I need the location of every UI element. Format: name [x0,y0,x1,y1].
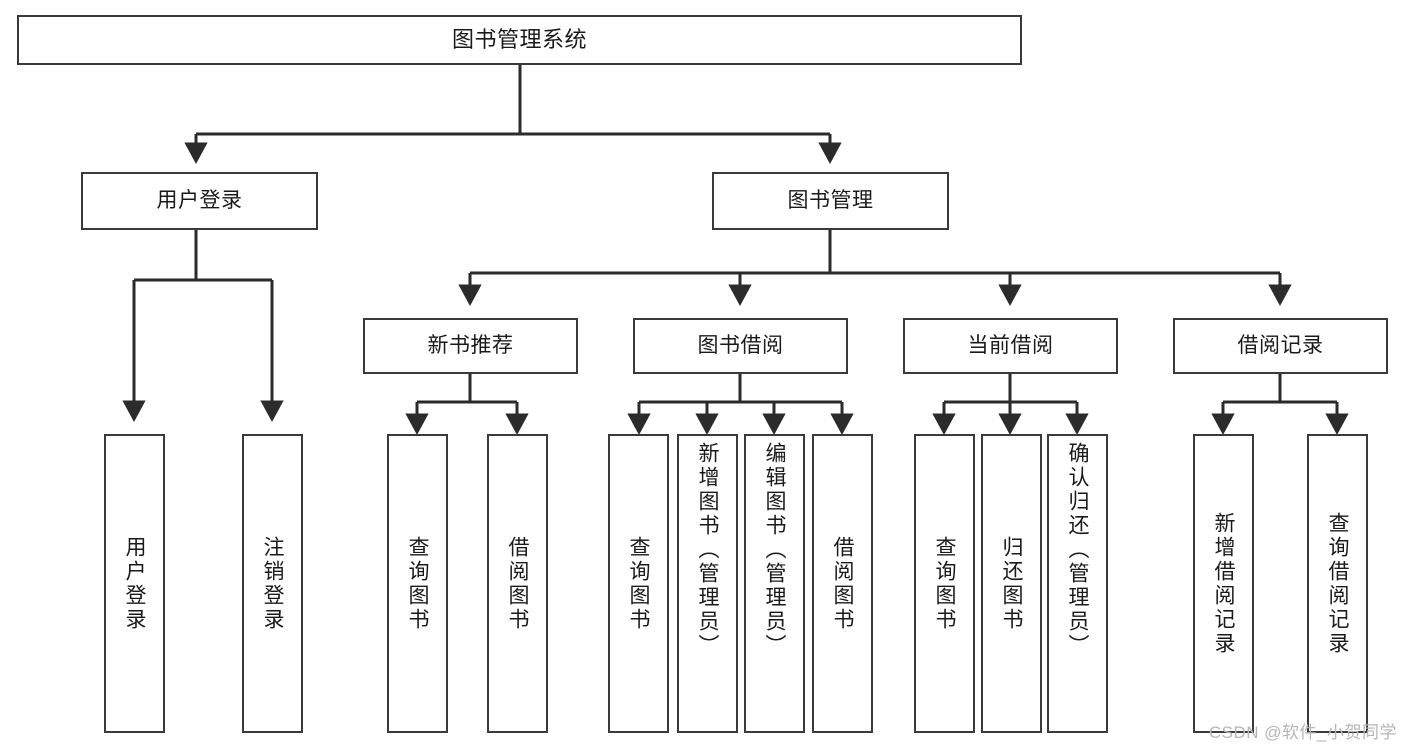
node-leaf-query-record[interactable]: 查询借阅记录 [1307,434,1368,733]
node-leaf-user-login-label: 用户登录 [123,535,146,632]
node-book-manage[interactable]: 图书管理 [712,172,949,230]
node-borrow-record[interactable]: 借阅记录 [1173,318,1388,374]
node-current-borrow-label: 当前借阅 [967,333,1054,357]
node-leaf-borrow-book-2-label: 借阅图书 [831,535,854,632]
node-root[interactable]: 图书管理系统 [17,15,1022,65]
node-book-borrow-label: 图书借阅 [697,333,784,357]
node-leaf-add-record-label: 新增借阅记录 [1212,511,1235,656]
connector-currentborrow-to-leaves [932,374,1089,435]
connector-borrowrecord-to-leaves [1211,374,1349,435]
connector-bookborrow-to-leaves [627,374,854,435]
connector-bookmanage-to-level3 [458,230,1292,306]
node-book-manage-label: 图书管理 [787,188,874,212]
node-leaf-confirm-return[interactable]: 确认归还（管理员） [1047,434,1108,733]
node-new-book-recommend-label: 新书推荐 [427,333,514,357]
node-leaf-query-book-2-label: 查询图书 [627,535,650,632]
node-leaf-query-book-3-label: 查询图书 [933,535,956,632]
node-current-borrow[interactable]: 当前借阅 [903,318,1118,374]
connector-userlogin-to-leaves [122,230,284,422]
node-leaf-query-book-3[interactable]: 查询图书 [914,434,975,733]
node-root-label: 图书管理系统 [451,27,587,53]
connector-root-to-level2 [184,65,842,164]
node-leaf-borrow-book-1-label: 借阅图书 [506,535,529,632]
node-leaf-query-record-label: 查询借阅记录 [1326,511,1349,656]
node-user-login[interactable]: 用户登录 [81,172,318,230]
node-leaf-edit-book[interactable]: 编辑图书（管理员） [744,434,805,733]
node-leaf-query-book-1[interactable]: 查询图书 [387,434,448,733]
node-leaf-return-book-label: 归还图书 [1000,535,1023,632]
node-book-borrow[interactable]: 图书借阅 [633,318,848,374]
connector-newbook-to-leaves [405,374,529,435]
node-leaf-borrow-book-2[interactable]: 借阅图书 [812,434,873,733]
node-leaf-query-book-2[interactable]: 查询图书 [608,434,669,733]
watermark-text: CSDN @软件_小贺同学 [1208,723,1397,742]
node-leaf-borrow-book-1[interactable]: 借阅图书 [487,434,548,733]
node-leaf-add-book-label: 新增图书（管理员） [696,442,719,658]
node-leaf-add-record[interactable]: 新增借阅记录 [1193,434,1254,733]
node-leaf-confirm-return-label: 确认归还（管理员） [1066,442,1089,658]
node-leaf-add-book[interactable]: 新增图书（管理员） [677,434,738,733]
node-user-login-label: 用户登录 [156,188,243,212]
node-new-book-recommend[interactable]: 新书推荐 [363,318,578,374]
node-leaf-edit-book-label: 编辑图书（管理员） [763,442,786,658]
node-borrow-record-label: 借阅记录 [1237,333,1324,357]
node-leaf-user-login[interactable]: 用户登录 [104,434,165,733]
node-leaf-query-book-1-label: 查询图书 [406,535,429,632]
node-leaf-logout-label: 注销登录 [261,535,284,632]
node-leaf-logout[interactable]: 注销登录 [242,434,303,733]
node-leaf-return-book[interactable]: 归还图书 [981,434,1042,733]
